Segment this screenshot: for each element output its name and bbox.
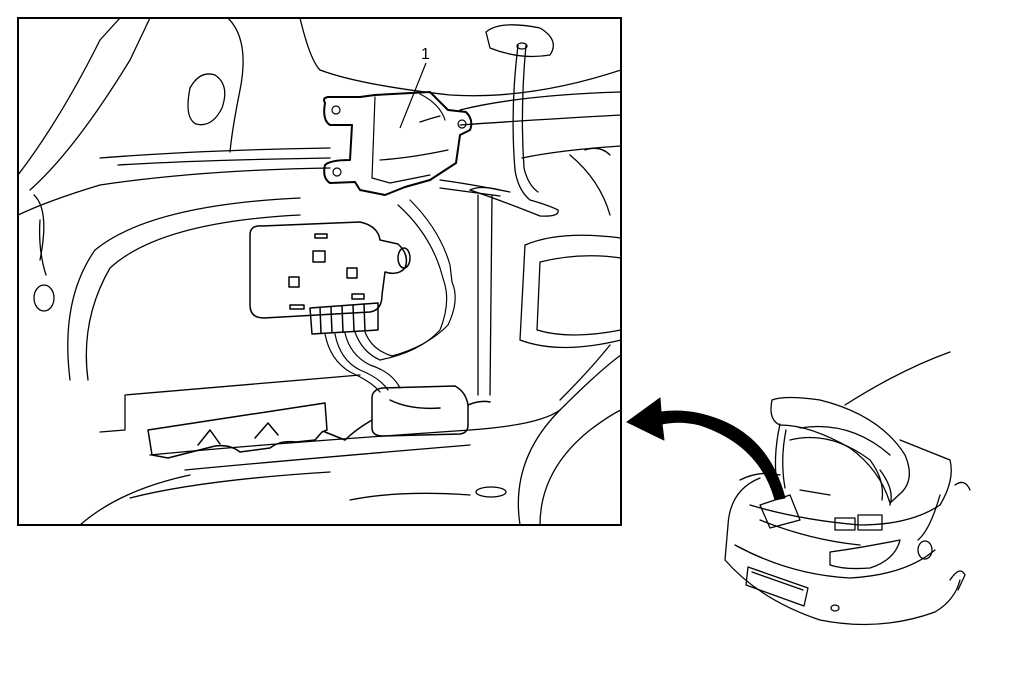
detail-view: 1 bbox=[17, 17, 622, 526]
callout-1: 1 bbox=[399, 46, 430, 129]
vehicle-overview bbox=[724, 351, 971, 626]
mounting-bracket bbox=[147, 402, 346, 459]
detail-frame bbox=[17, 17, 622, 526]
direction-arrow bbox=[626, 397, 786, 501]
harness-plug bbox=[344, 385, 491, 441]
wire-lead bbox=[439, 42, 559, 217]
wiring-harness bbox=[324, 199, 456, 393]
body-panel-lines bbox=[18, 18, 621, 525]
actuator-details bbox=[331, 93, 467, 184]
body-holes bbox=[33, 24, 611, 498]
actuator-component bbox=[323, 91, 473, 196]
control-module bbox=[249, 221, 411, 335]
callout-1-label: 1 bbox=[421, 46, 430, 63]
